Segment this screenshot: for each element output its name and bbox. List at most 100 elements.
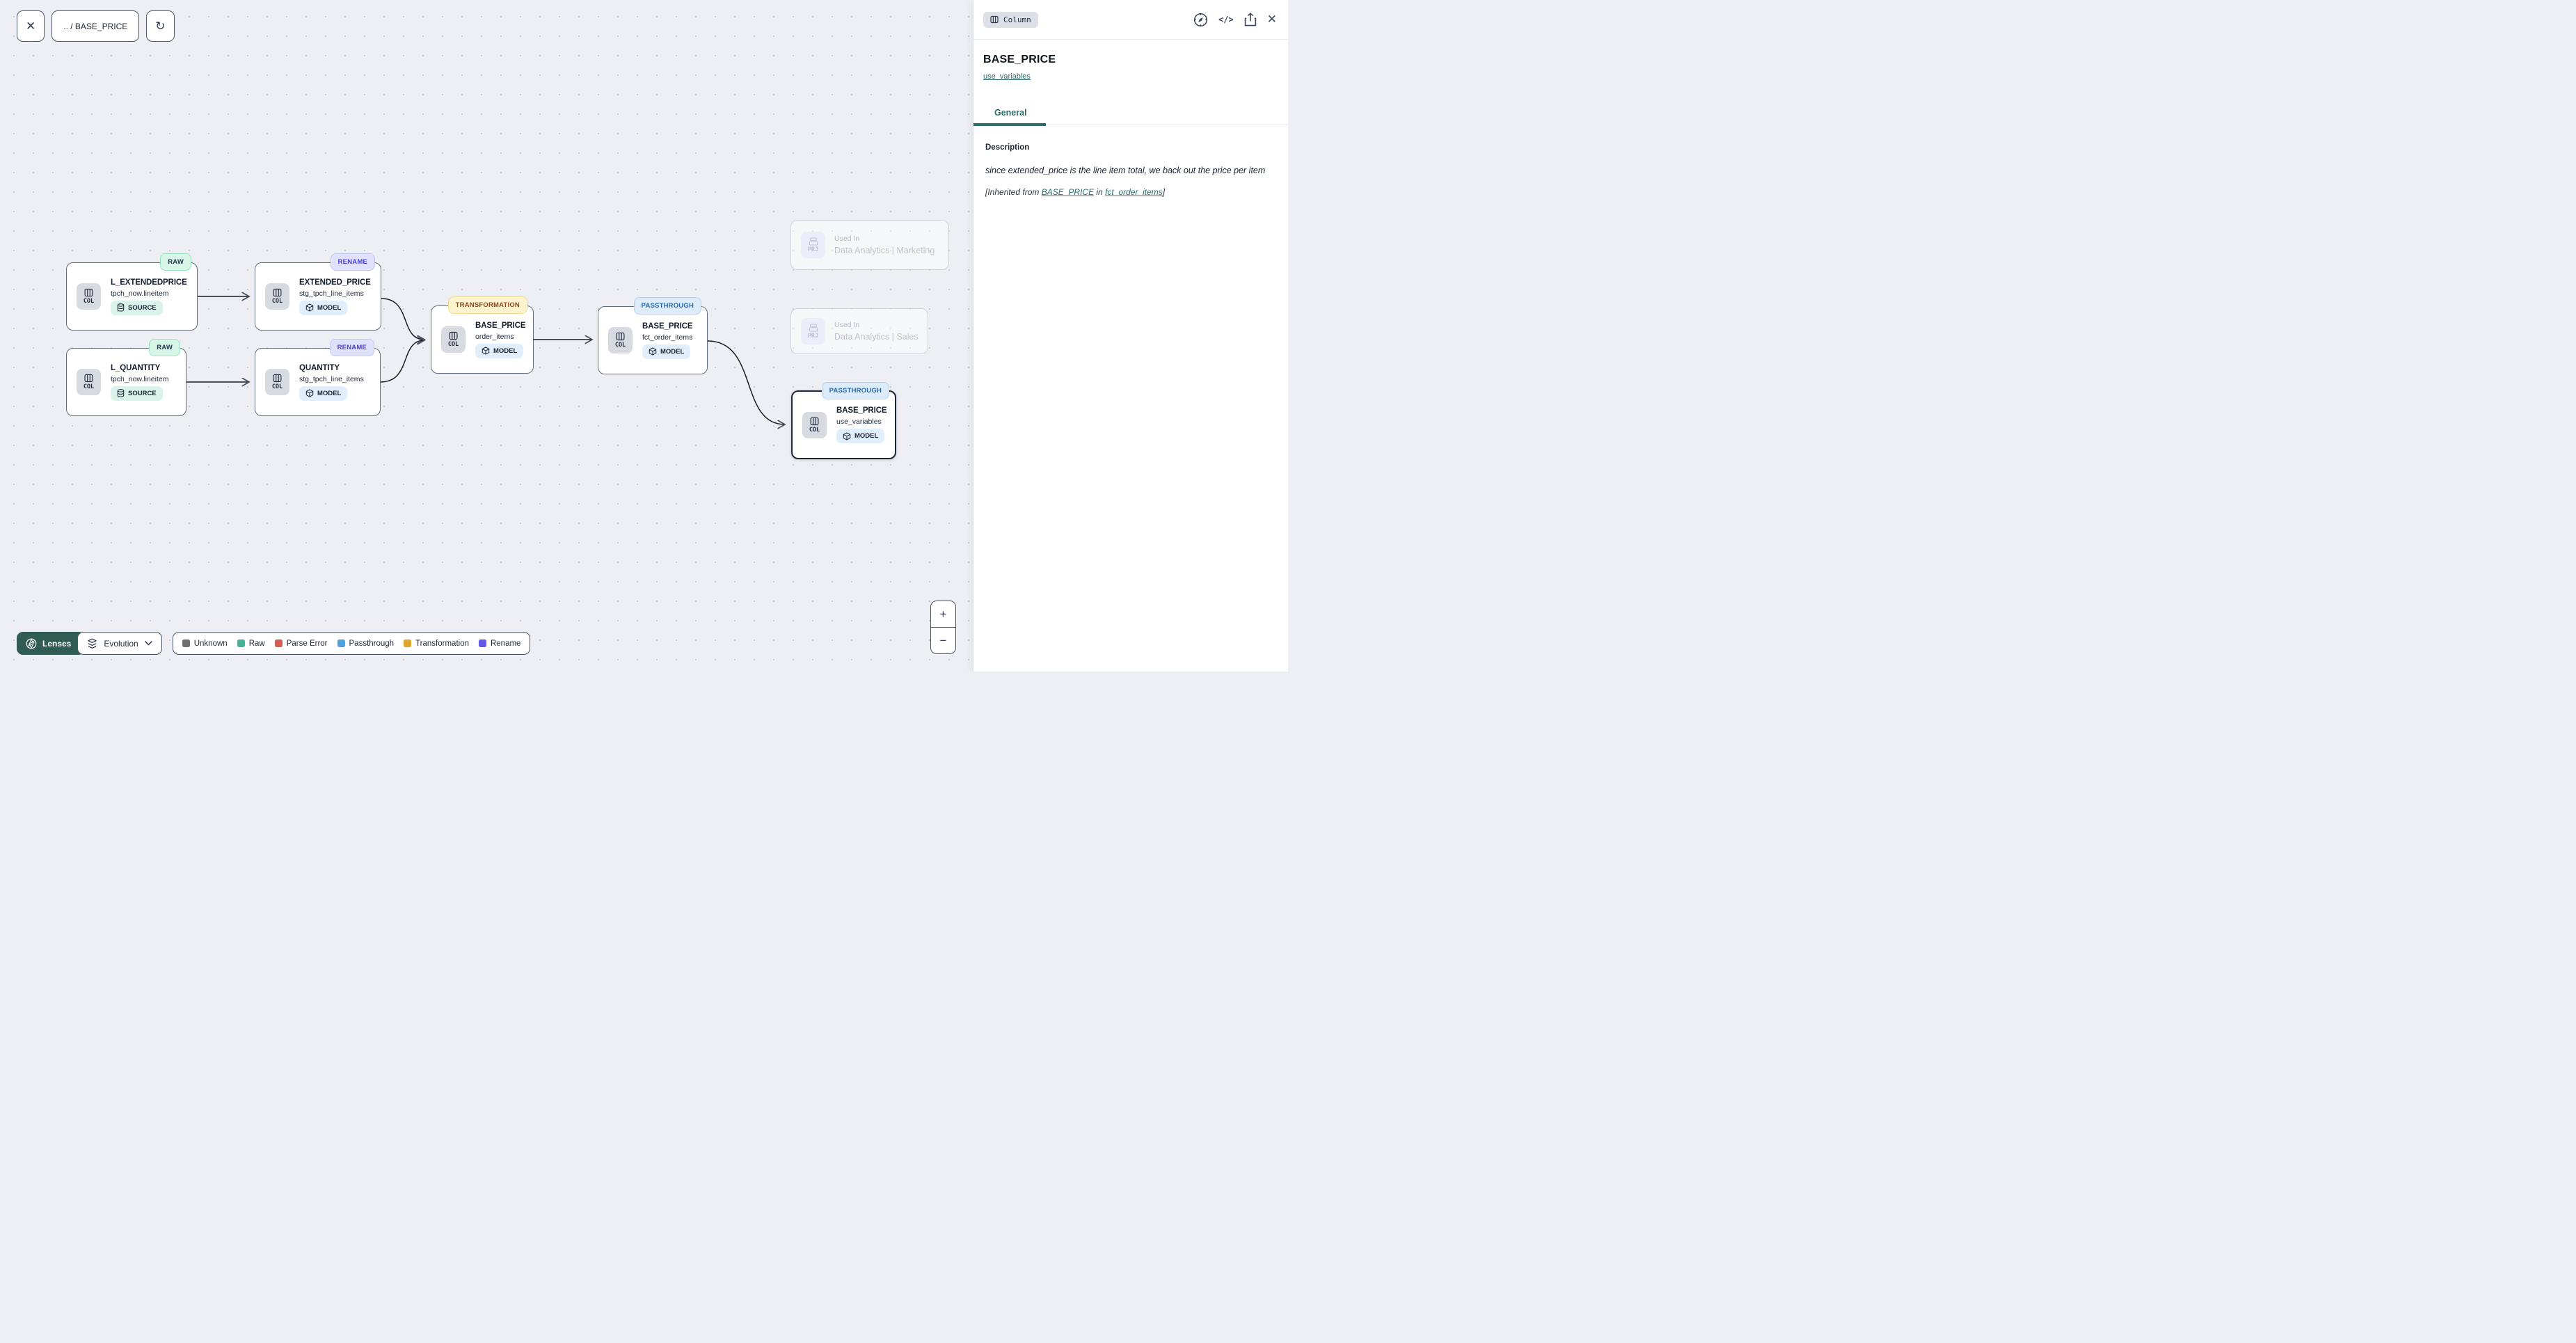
node-quantity[interactable]: RENAME COL QUANTITY stg_tpch_line_items …	[255, 339, 381, 416]
node-l-quantity[interactable]: RAW COL L_QUANTITY tpch_now.lineitem SOU…	[66, 339, 186, 416]
columns-icon	[810, 417, 819, 425]
node-subtitle: tpch_now.lineitem	[111, 289, 169, 298]
layers-icon	[88, 638, 97, 649]
lens-dropdown[interactable]: Evolution	[77, 632, 162, 655]
badge-label: SOURCE	[128, 303, 157, 312]
node-type-label: COL	[447, 341, 459, 348]
lens-legend: Unknown Raw Parse Error Passthrough Tran…	[172, 632, 531, 655]
columns-icon	[273, 374, 282, 383]
project-type-box: PRJ	[801, 318, 825, 344]
share-export-icon[interactable]	[1244, 13, 1257, 26]
badge-label: MODEL	[660, 347, 685, 356]
zoom-out-button[interactable]: −	[939, 633, 947, 647]
source-badge: SOURCE	[111, 300, 163, 315]
panel-header: Column </> ✕	[973, 0, 1288, 40]
columns-icon	[273, 288, 282, 297]
project-icon	[809, 323, 818, 332]
node-base-price-fct-order-items[interactable]: PASSTHROUGH COL BASE_PRICE fct_order_ite…	[598, 297, 708, 374]
columns-icon	[990, 15, 999, 24]
inherited-suffix: ]	[1162, 186, 1166, 197]
columns-icon	[84, 374, 93, 383]
inherited-middle: in	[1094, 186, 1106, 197]
legend-label: Passthrough	[349, 639, 395, 648]
node-tag-passthrough: PASSTHROUGH	[821, 382, 889, 399]
node-type-label: COL	[83, 298, 95, 305]
model-cube-icon	[305, 303, 314, 312]
description-section: Description since extended_price is the …	[973, 125, 1288, 197]
code-icon: </>	[1218, 15, 1234, 24]
badge-label: SOURCE	[128, 389, 157, 397]
column-type-box: COL	[265, 283, 289, 310]
model-cube-icon	[305, 389, 314, 397]
entity-type-badge: Column	[983, 11, 1038, 28]
columns-icon	[84, 288, 93, 297]
model-link[interactable]: use_variables	[983, 72, 1031, 81]
breadcrumb[interactable]: .. / BASE_PRICE	[51, 10, 140, 42]
inherited-model-link[interactable]: fct_order_items	[1105, 186, 1163, 197]
refresh-icon: ↻	[155, 19, 166, 33]
close-lineage-button[interactable]: ✕	[17, 10, 45, 42]
model-badge: MODEL	[475, 343, 524, 358]
node-subtitle: order_items	[475, 332, 514, 341]
description-label: Description	[985, 143, 1030, 152]
used-in-label: Used In	[834, 321, 860, 329]
legend-swatch	[182, 639, 190, 647]
node-title: BASE_PRICE	[836, 406, 887, 415]
node-type-label: COL	[83, 383, 95, 390]
node-base-price-use-variables[interactable]: PASSTHROUGH COL BASE_PRICE use_variables…	[791, 382, 896, 459]
explore-compass-icon[interactable]	[1193, 13, 1208, 27]
ghost-node-used-in-sales: PRJ Used In Data Analytics | Sales	[790, 308, 928, 354]
detail-panel: Column </> ✕ BASE_PRICE use_variables Ge…	[973, 0, 1288, 672]
model-badge: MODEL	[836, 429, 885, 443]
legend-swatch	[404, 639, 412, 647]
legend-swatch	[237, 639, 245, 647]
node-l-extendedprice[interactable]: RAW COL L_EXTENDEDPRICE tpch_now.lineite…	[66, 253, 198, 331]
node-subtitle: stg_tpch_line_items	[299, 289, 364, 298]
entity-type-label: Column	[1003, 15, 1031, 24]
node-extended-price[interactable]: RENAME COL EXTENDED_PRICE stg_tpch_line_…	[255, 253, 381, 331]
close-panel-icon[interactable]: ✕	[1266, 13, 1277, 26]
panel-actions: </> ✕	[1193, 13, 1277, 27]
column-type-box: COL	[77, 283, 101, 310]
inherited-prefix: [Inherited from	[985, 186, 1042, 197]
column-type-box: COL	[441, 326, 466, 353]
legend-item-transformation: Transformation	[404, 639, 469, 648]
legend-swatch	[274, 639, 283, 647]
node-type-label: COL	[809, 426, 820, 434]
legend-item-raw: Raw	[237, 639, 265, 648]
lenses-label: Lenses	[42, 638, 72, 649]
column-type-box: COL	[802, 411, 827, 438]
project-icon	[809, 237, 818, 246]
model-cube-icon	[482, 347, 490, 355]
lenses-button[interactable]: Lenses	[17, 632, 86, 655]
inherited-column-link[interactable]: BASE_PRICE	[1041, 186, 1095, 197]
node-type-label: COL	[271, 383, 283, 390]
node-title: EXTENDED_PRICE	[299, 278, 371, 287]
node-tag-raw: RAW	[149, 339, 180, 356]
node-base-price-order-items[interactable]: TRANSFORMATION COL BASE_PRICE order_item…	[431, 296, 534, 374]
columns-icon	[616, 332, 625, 341]
node-type-label: PRJ	[807, 332, 819, 340]
node-subtitle: use_variables	[836, 418, 882, 426]
node-title: BASE_PRICE	[642, 321, 693, 331]
node-title: L_QUANTITY	[111, 363, 161, 372]
node-tag-rename: RENAME	[329, 339, 374, 356]
badge-label: MODEL	[493, 347, 518, 355]
node-subtitle: tpch_now.lineitem	[111, 374, 169, 383]
tab-general[interactable]: General	[994, 108, 1027, 118]
node-subtitle: stg_tpch_line_items	[299, 374, 364, 383]
legend-item-unknown: Unknown	[182, 639, 228, 648]
zoom-in-button[interactable]: +	[931, 601, 955, 628]
node-tag-transformation: TRANSFORMATION	[447, 296, 527, 314]
columns-icon	[449, 331, 458, 340]
refresh-button[interactable]: ↻	[146, 10, 175, 42]
model-cube-icon	[649, 347, 657, 356]
node-subtitle: fct_order_items	[642, 333, 693, 342]
lens-aperture-icon	[26, 638, 37, 649]
lineage-edges	[186, 0, 1288, 672]
canvas-toolbar: ✕ .. / BASE_PRICE ↻	[17, 10, 175, 42]
legend-label: Rename	[490, 639, 521, 648]
active-tab-indicator	[973, 123, 1046, 126]
project-name: Data Analytics | Sales	[834, 332, 919, 342]
legend-label: Raw	[248, 639, 265, 648]
